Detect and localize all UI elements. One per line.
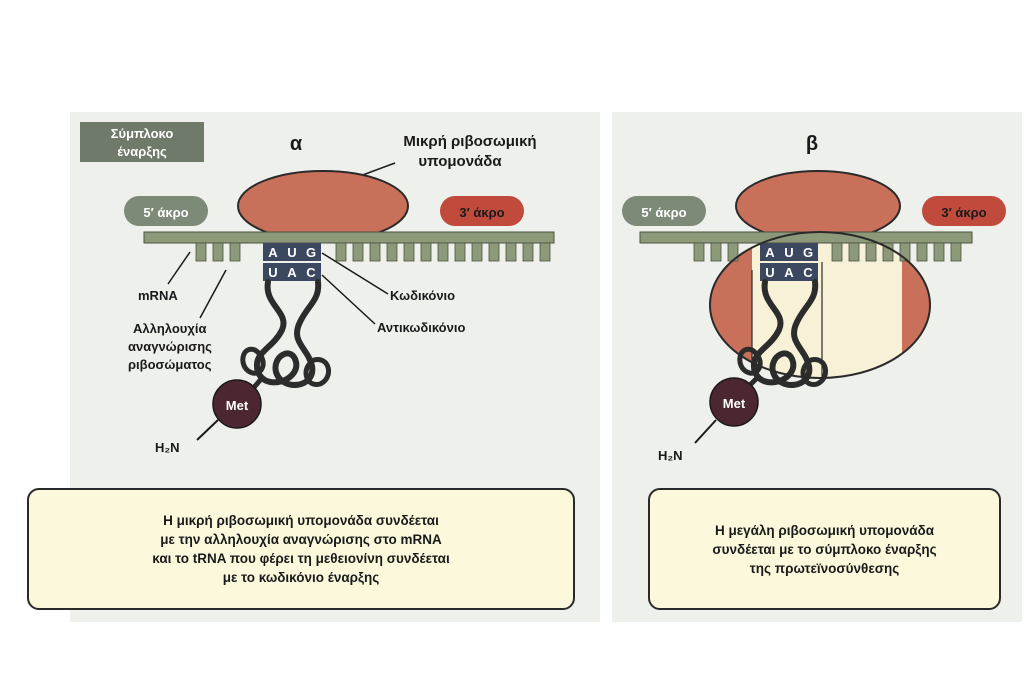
mrna-base-tick (471, 242, 483, 262)
recognition-label-line1: Αλληλουχία (133, 321, 206, 336)
h2n-bond-b (694, 419, 717, 444)
small-subunit-label-line2: υπομονάδα (418, 153, 502, 170)
trna-loop-left-a (240, 346, 266, 376)
anticodon-pointer (321, 274, 376, 325)
mrna-base-tick (403, 242, 415, 262)
anticodon-base-3-a: C (306, 265, 316, 280)
mrna-base-tick (369, 242, 381, 262)
met-label-b: Met (723, 396, 746, 411)
h2n-bond-a (196, 419, 219, 441)
caption-panel-b: Η μεγάλη ριβοσωμική υπομονάδα συνδέεται … (648, 488, 1001, 610)
mrna-base-tick (335, 242, 347, 262)
three-prime-tag-b (922, 196, 1006, 226)
mrna-base-tick (539, 242, 551, 262)
small-subunit-label-line1: Μικρή ριβοσωμική (403, 133, 536, 150)
trna-loop-left-b (737, 346, 763, 376)
codon-base-3-a: G (306, 245, 316, 260)
codon-base-3-b: G (803, 245, 813, 260)
mrna-base-tick (437, 242, 449, 262)
h2n-label-b: H₂N (658, 448, 683, 463)
initiation-complex-label-line1: Σύμπλοκο (111, 126, 174, 141)
initiation-complex-label-line2: έναρξης (117, 144, 167, 159)
mrna-base-tick (195, 242, 207, 262)
small-ribosomal-subunit-b (735, 170, 901, 242)
mrna-bases-a (195, 242, 551, 262)
anticodon-box-b (760, 263, 818, 281)
codon-box-b (760, 243, 818, 261)
codon-base-2-b: U (784, 245, 793, 260)
three-prime-tag-a (440, 196, 524, 226)
panel-a: Σύμπλοκο έναρξης α Μικρή ριβοσωμική υπομ… (80, 122, 555, 455)
mrna-base-tick (916, 242, 928, 262)
mrna-base-tick (693, 242, 705, 262)
mrna-base-tick (386, 242, 398, 262)
met-label-a: Met (226, 398, 249, 413)
trna-loop-right-a (303, 357, 331, 387)
mrna-base-tick (882, 242, 894, 262)
recognition-label-line2: αναγνώρισης (128, 339, 212, 354)
mrna-base-tick (352, 242, 364, 262)
mrna-base-tick (899, 242, 911, 262)
trna-b (750, 279, 819, 388)
recognition-label-line3: ριβοσώματος (128, 357, 212, 372)
mrna-base-tick (710, 242, 722, 262)
mrna-bases-b (693, 242, 962, 262)
recognition-pointer (199, 269, 227, 319)
mrna-base-tick (420, 242, 432, 262)
five-prime-tag-b (622, 196, 706, 226)
mrna-base-tick (831, 242, 843, 262)
mrna-strand-a (143, 231, 555, 244)
codon-box-a (263, 243, 321, 261)
mrna-base-tick (865, 242, 877, 262)
mrna-base-tick (454, 242, 466, 262)
mrna-base-tick (505, 242, 517, 262)
codon-base-1-b: A (765, 245, 775, 260)
codon-label: Κωδικόνιο (390, 288, 455, 303)
mrna-base-tick (848, 242, 860, 262)
panel-b-letter: β (806, 133, 818, 155)
mrna-base-tick (933, 242, 945, 262)
three-prime-label-b: 3′ άκρο (941, 205, 986, 220)
codon-base-2-a: U (287, 245, 296, 260)
anticodon-base-1-b: U (765, 265, 774, 280)
mrna-base-tick (212, 242, 224, 262)
small-subunit-pointer (359, 162, 396, 177)
anticodon-base-1-a: U (268, 265, 277, 280)
anticodon-base-3-b: C (803, 265, 813, 280)
methionine-circle-a (212, 379, 262, 429)
methionine-circle-b (709, 377, 759, 427)
large-subunit-outline (709, 231, 931, 379)
anticodon-label: Αντικωδικόνιο (377, 320, 465, 335)
five-prime-tag-a (124, 196, 208, 226)
initiation-complex-tag (80, 122, 204, 162)
mrna-strand-b (639, 231, 973, 244)
codon-pointer (321, 252, 389, 295)
mrna-base-tick (229, 242, 241, 262)
anticodon-base-2-a: A (287, 265, 297, 280)
small-ribosomal-subunit-a (237, 170, 409, 242)
trna-a (253, 279, 322, 388)
panel-a-letter: α (290, 133, 303, 155)
mrna-label: mRNA (138, 288, 178, 303)
mrna-base-tick (950, 242, 962, 262)
five-prime-label-a: 5′ άκρο (143, 205, 188, 220)
anticodon-base-2-b: A (784, 265, 794, 280)
anticodon-box-a (263, 263, 321, 281)
panel-b: β 5′ άκρο 3′ άκρο A U G U A C (622, 133, 1006, 463)
caption-panel-a: Η μικρή ριβοσωμική υπομονάδα συνδέεται μ… (27, 488, 575, 610)
three-prime-label-a: 3′ άκρο (459, 205, 504, 220)
mrna-base-tick (522, 242, 534, 262)
h2n-label-a: H₂N (155, 440, 180, 455)
codon-base-1-a: A (268, 245, 278, 260)
mrna-pointer (167, 251, 191, 285)
mrna-base-tick (488, 242, 500, 262)
five-prime-label-b: 5′ άκρο (641, 205, 686, 220)
